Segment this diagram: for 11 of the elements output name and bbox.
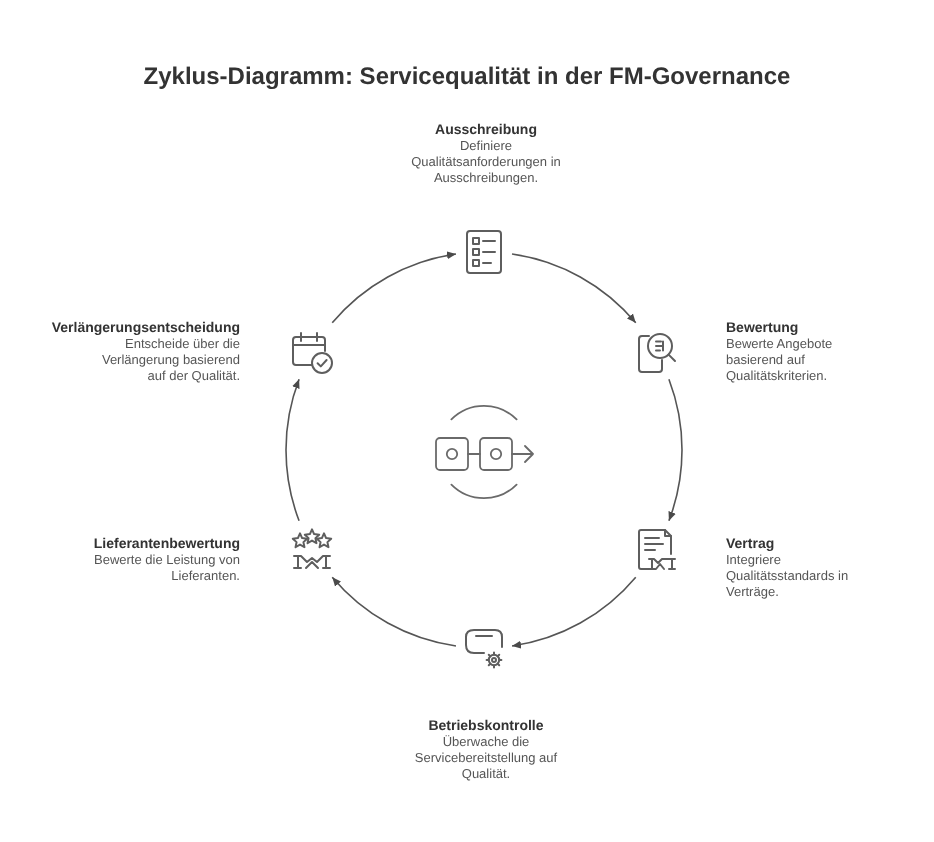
curved-arrow — [511, 576, 637, 648]
curved-arrow — [331, 576, 457, 647]
curved-arrow — [285, 378, 301, 522]
stars-handshake-icon — [288, 525, 337, 573]
curved-arrow — [511, 253, 637, 324]
calendar-check-icon — [288, 327, 337, 375]
curved-arrow — [667, 378, 683, 522]
checklist-icon — [460, 228, 508, 276]
curved-arrow — [331, 252, 457, 324]
diagram-title: Zyklus-Diagramm: Servicequalität in der FM-Governance — [143, 60, 791, 94]
gear-badge-icon — [460, 624, 508, 672]
